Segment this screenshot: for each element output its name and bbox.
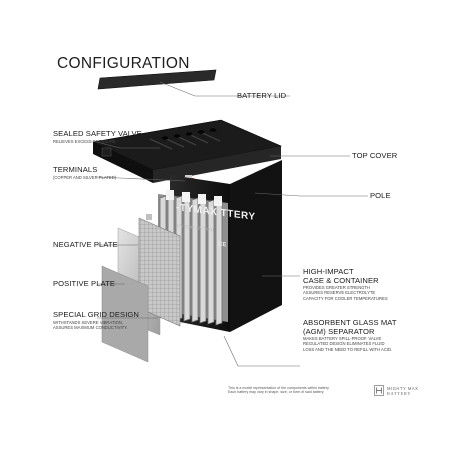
brand-line-1: MIGHTY MAX: [387, 385, 419, 391]
terminals-label: TERMINALS (COPPER AND SILVER PLATED): [53, 166, 116, 180]
agm-separator-label: ABSORBENT GLASS MAT (AGM) SEPARATOR MAKE…: [303, 319, 397, 352]
footer-line-2: Each battery may vary in shape, size, or…: [228, 390, 324, 395]
brand-logo: MIGHTY MAX BATTERY: [374, 385, 434, 396]
grid-design-label: SPECIAL GRID DESIGN WITHSTANDS SEVERE VI…: [53, 311, 139, 330]
safety-valve-desc: RELIEVES EXCESS PRESSURE.: [53, 138, 117, 144]
top-cover-label: TOP COVER: [352, 151, 398, 160]
leader-lines: [96, 81, 368, 367]
case-container-label: HIGH-IMPACT CASE & CONTAINER PROVIDES GR…: [303, 268, 388, 301]
negative-plate-label: NEGATIVE PLATE: [53, 240, 118, 249]
agm-heading-2: (AGM) SEPARATOR: [303, 326, 375, 336]
agm-heading-1: ABSORBENT GLASS MAT: [303, 318, 397, 327]
grid-plate-shape: [138, 214, 181, 327]
page-title: CONFIGURATION: [57, 55, 190, 72]
ce-mark: CE: [218, 241, 227, 249]
agm-desc-2: REGULATED DESIGN ELIMINATES FLUID: [303, 341, 385, 347]
brand-line-2: BATTERY: [387, 390, 412, 396]
pole-label: POLE: [370, 191, 391, 200]
battery-lid-shape: [97, 69, 217, 90]
battery-lid-label: BATTERY LID: [237, 91, 287, 100]
safety-valve-label: SEALED SAFETY VALVE RELIEVES EXCESS PRES…: [53, 130, 142, 144]
case-heading-2: CASE & CONTAINER: [303, 275, 379, 285]
case-desc-2: ASSURES RESERVE ELECTROLYTE: [303, 290, 376, 296]
footer-line-1: This is a model representation of the co…: [228, 386, 329, 390]
top-cover-shape: [92, 119, 283, 186]
terminals-desc: (COPPER AND SILVER PLATED): [53, 174, 117, 180]
brand-logo-icon: [374, 385, 384, 396]
case-desc-3: CAPACITY FOR COOLER TEMPERATURES: [303, 295, 388, 301]
positive-plate-label: POSITIVE PLATE: [53, 279, 116, 288]
positive-plate-shape: [101, 265, 149, 363]
safety-valve-heading: SEALED SAFETY VALVE: [53, 129, 142, 138]
case-heading-1: HIGH-IMPACT: [303, 267, 354, 276]
grid-design-desc-2: ASSURES MAXIMUM CONDUCTIVITY.: [53, 324, 128, 330]
agm-desc-3: LOSS AND THE NEED TO REFILL WITH ACID.: [303, 346, 393, 352]
case-desc-1: PROVIDES GREATER STRENGTH: [303, 285, 370, 291]
negative-terminal-shape: [101, 147, 112, 157]
grid-design-heading: SPECIAL GRID DESIGN: [53, 310, 140, 319]
agm-desc-1: MAKES BATTERY SPILL-PROOF. VALVE: [303, 336, 382, 342]
terminals-heading: TERMINALS: [53, 165, 98, 174]
grid-design-desc-1: WITHSTANDS SEVERE VIBRATION,: [53, 319, 124, 325]
footer-disclaimer: This is a model representation of the co…: [228, 386, 329, 395]
